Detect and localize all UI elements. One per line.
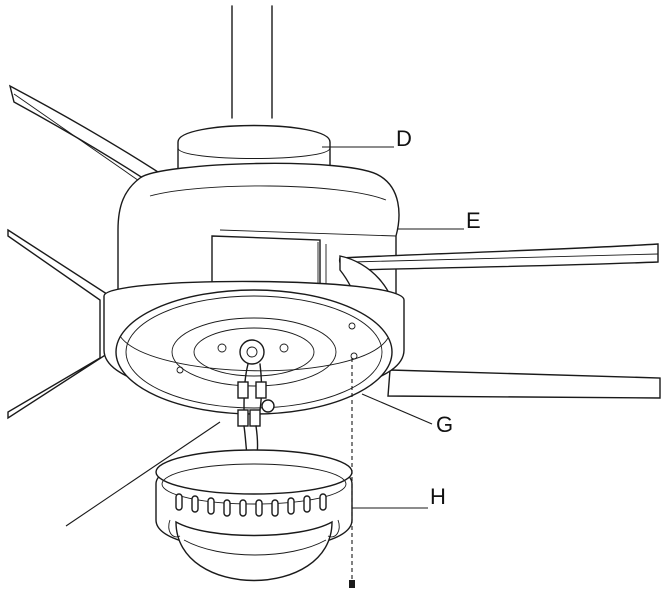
pull-chain (349, 358, 355, 588)
label-e: E (466, 208, 481, 233)
label-d: D (396, 126, 412, 151)
wire-connectors (65, 363, 275, 527)
leader-line-g (361, 393, 433, 425)
motor-housing (117, 162, 464, 301)
light-kit-vents (175, 493, 327, 517)
blade-lower-right (387, 369, 661, 399)
downrod (231, 5, 273, 119)
blade-lower-left (7, 228, 111, 420)
light-kit (155, 449, 428, 582)
switch-housing (103, 280, 433, 425)
leader-line-lower (65, 421, 221, 527)
pull-chain-fob (349, 580, 355, 588)
label-h: H (430, 484, 446, 509)
label-g: G (436, 412, 453, 437)
